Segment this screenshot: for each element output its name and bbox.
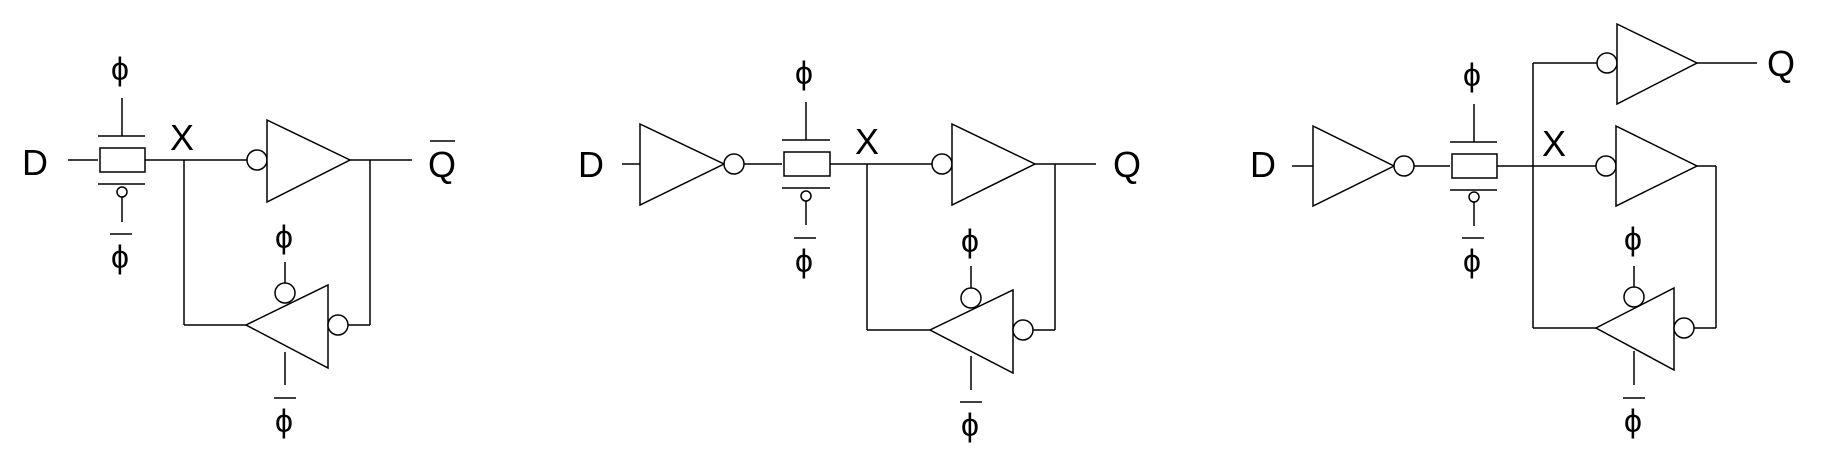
fb-clock-bar-label: ϕ [275, 403, 293, 439]
forward-inverter [246, 118, 352, 204]
tg-clock-bar-label: ϕ [111, 239, 129, 275]
output-q-label: Q [1113, 144, 1141, 185]
transmission-gate: ϕ ϕ [98, 51, 146, 275]
circuit-c: D ϕ ϕ X Q [1250, 22, 1795, 439]
fb-clock-label: ϕ [1624, 221, 1642, 257]
node-x-label: X [1542, 123, 1566, 164]
tg-clock-bar-label: ϕ [795, 243, 813, 279]
transmission-gate: ϕ ϕ [782, 55, 831, 279]
output-q-label: Q [428, 144, 456, 185]
output-q-label: Q [1767, 43, 1795, 84]
circuit-a: D ϕ ϕ X Q [22, 51, 456, 439]
fb-clock-label: ϕ [275, 219, 293, 255]
transmission-gate: ϕ ϕ [1450, 57, 1498, 279]
clocked-feedback-inverter: ϕ ϕ [244, 219, 349, 439]
output-inverter [1596, 22, 1699, 106]
input-d-label: D [578, 144, 604, 185]
fb-clock-bar-label: ϕ [961, 407, 979, 443]
clocked-feedback-inverter: ϕ ϕ [928, 223, 1034, 443]
fb-clock-bar-label: ϕ [1624, 403, 1642, 439]
circuit-b: D ϕ ϕ X Q [578, 55, 1141, 443]
node-x-label: X [855, 121, 879, 162]
tg-clock-label: ϕ [795, 55, 813, 91]
input-inverter [1312, 124, 1415, 208]
forward-inverter [1595, 124, 1699, 208]
fb-clock-label: ϕ [961, 223, 979, 259]
tg-clock-bar-label: ϕ [1463, 243, 1481, 279]
input-d-label: D [22, 142, 48, 183]
node-x-label: X [170, 117, 194, 158]
tg-clock-label: ϕ [1463, 57, 1481, 93]
tg-clock-label: ϕ [111, 51, 129, 87]
forward-inverter [931, 122, 1037, 207]
input-d-label: D [1250, 144, 1276, 185]
tg-inversion-bubble [116, 186, 128, 198]
clocked-feedback-inverter: ϕ ϕ [1594, 221, 1695, 439]
input-inverter [639, 122, 745, 207]
